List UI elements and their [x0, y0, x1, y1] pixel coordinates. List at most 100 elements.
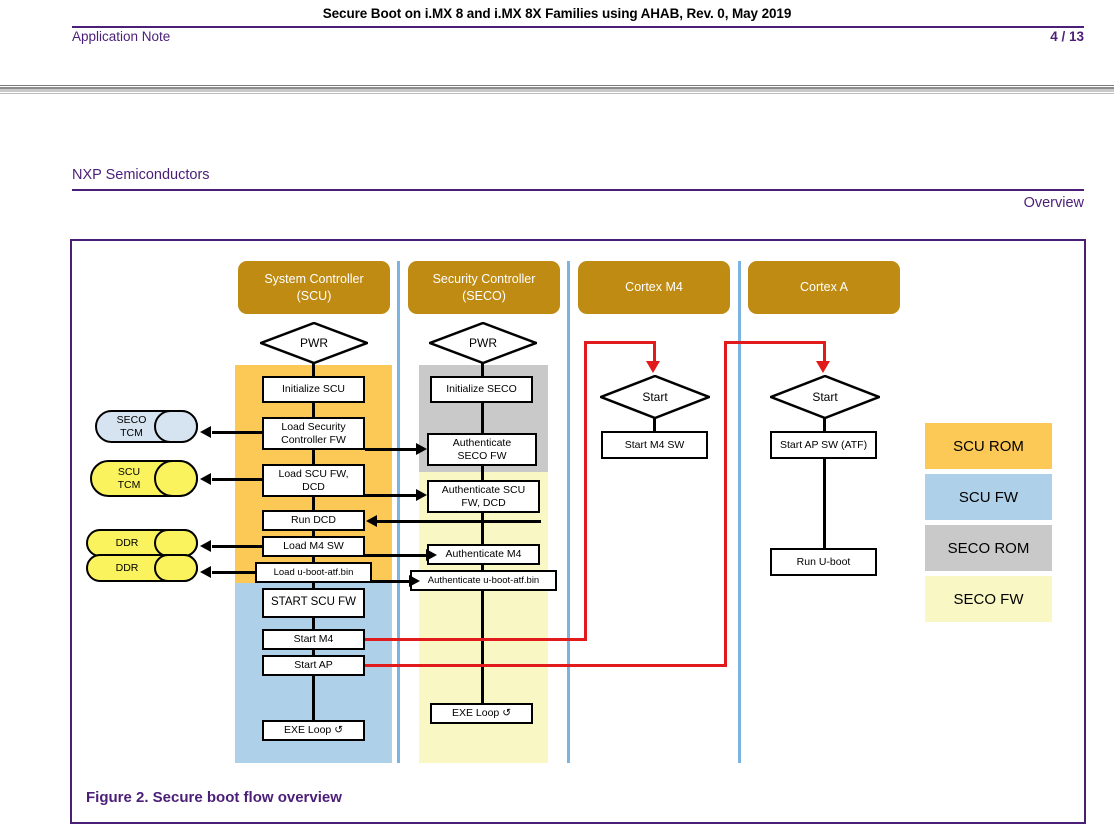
arrow-head-scu-to-ddr2	[200, 566, 211, 578]
memory-ddr-1-head	[154, 529, 198, 557]
column-header-scu: System Controller (SCU)	[238, 261, 390, 314]
legend-item-seco-rom-label: SECO ROM	[947, 539, 1030, 557]
red-line-start-ap-drop	[823, 341, 826, 363]
flow-box-authenticate-scu-fw-dcd-label-l2: FW, DCD	[461, 496, 506, 509]
lane-separator-3	[738, 261, 741, 763]
arrow-line-load-scu-fw-to-authenticate-scu-fw	[365, 494, 417, 497]
memory-seco-tcm: SECO TCM	[95, 410, 198, 443]
flow-box-authenticate-seco-fw-label-l1: Authenticate	[452, 436, 512, 449]
arrow-line-scu-to-ddr2	[212, 571, 255, 574]
memory-scu-tcm: SCU TCM	[90, 460, 198, 497]
flow-box-authenticate-m4-label: Authenticate M4	[445, 548, 522, 561]
company-name-label: NXP Semiconductors	[72, 167, 210, 183]
memory-ddr-2-label: DDR	[115, 561, 139, 574]
connector-scu-pwr-to-s0	[312, 362, 315, 376]
flow-box-load-security-controller-fw-label-l2: Controller FW	[281, 433, 346, 446]
arrow-line-scu-to-scu-tcm	[212, 478, 262, 481]
connector-scu-s6-s7	[312, 618, 315, 629]
connector-scu-s1-s2	[312, 450, 315, 464]
flow-box-authenticate-uboot-atf-bin: Authenticate u-boot-atf.bin	[410, 570, 557, 591]
flow-box-run-uboot-label: Run U-boot	[796, 555, 851, 568]
flow-box-start-m4-sw-label: Start M4 SW	[624, 438, 685, 451]
memory-scu-tcm-head	[154, 460, 198, 497]
flow-box-start-ap-label: Start AP	[294, 659, 333, 672]
flow-box-load-scu-fw-dcd-label-l1: Load SCU FW,	[278, 467, 349, 480]
section-title-label: Overview	[1023, 195, 1084, 211]
flow-box-load-scu-fw-dcd-label-l2: DCD	[302, 480, 325, 493]
column-header-scu-line2: (SCU)	[296, 288, 332, 303]
flow-box-scu-exe-loop: EXE Loop ↺	[262, 720, 365, 741]
arrow-head-scu-to-ddr1	[200, 540, 211, 552]
memory-ddr-2-head	[154, 554, 198, 582]
document-header-title: Secure Boot on i.MX 8 and i.MX 8X Famili…	[322, 6, 792, 21]
connector-seco-s3-s4	[481, 565, 484, 570]
red-line-start-m4-horizontal	[365, 638, 587, 641]
flow-box-load-security-controller-fw: Load Security Controller FW	[262, 417, 365, 450]
red-line-start-m4-top	[584, 341, 656, 344]
flow-box-authenticate-scu-fw-dcd: Authenticate SCU FW, DCD	[427, 480, 540, 513]
decision-m4-start-label: Start	[642, 390, 668, 404]
arrow-head-authenticate-seco-fw	[416, 443, 427, 455]
flow-box-load-m4-sw: Load M4 SW	[262, 536, 365, 557]
flow-box-initialize-seco: Initialize SECO	[430, 376, 533, 403]
connector-m4-start-to-s0	[653, 417, 656, 431]
connector-scu-s5-s6	[312, 583, 315, 588]
connector-seco-s0-s1	[481, 403, 484, 433]
flow-box-start-ap-sw-atf: Start AP SW (ATF)	[770, 431, 877, 459]
memory-ddr-1: DDR	[86, 529, 198, 557]
flow-box-authenticate-m4: Authenticate M4	[427, 544, 540, 565]
column-header-seco: Security Controller (SECO)	[408, 261, 560, 314]
memory-seco-tcm-label-l1: SECO	[116, 414, 147, 427]
connector-scu-s7-s8	[312, 650, 315, 655]
flow-box-start-m4-sw: Start M4 SW	[601, 431, 708, 459]
decision-scu-pwr-label: PWR	[300, 336, 328, 350]
legend-item-seco-rom: SECO ROM	[925, 525, 1052, 571]
connector-scu-s4-s5	[312, 557, 315, 562]
column-header-cortex-m4: Cortex M4	[578, 261, 730, 314]
decision-ap-start: Start	[770, 375, 880, 419]
legend-item-scu-rom: SCU ROM	[925, 423, 1052, 469]
flow-box-load-uboot-atf-bin-label: Load u-boot-atf.bin	[273, 566, 354, 578]
flow-box-start-scu-fw: START SCU FW	[262, 588, 365, 618]
flow-box-seco-exe-loop-label: EXE Loop ↺	[451, 707, 511, 720]
decision-scu-pwr: PWR	[260, 322, 368, 364]
red-arrow-head-ap-start	[816, 361, 830, 373]
memory-scu-tcm-label-l1: SCU	[117, 466, 141, 479]
lane-separator-1	[397, 261, 400, 763]
arrow-head-scu-to-scu-tcm	[200, 473, 211, 485]
arrow-head-authenticate-scu-fw	[416, 489, 427, 501]
arrow-head-scu-to-seco-tcm	[200, 426, 211, 438]
column-header-seco-line1: Security Controller	[432, 271, 536, 286]
flow-box-authenticate-seco-fw-label-l2: SECO FW	[457, 449, 507, 462]
memory-ddr-2: DDR	[86, 554, 198, 582]
legend-item-seco-fw-label: SECO FW	[953, 590, 1024, 608]
flow-box-scu-exe-loop-label: EXE Loop ↺	[283, 724, 343, 737]
figure-caption: Figure 2. Secure boot flow overview	[86, 789, 342, 806]
legend-item-scu-fw-label: SCU FW	[958, 488, 1019, 506]
flow-box-seco-exe-loop: EXE Loop ↺	[430, 703, 533, 724]
flow-box-start-ap-sw-atf-label: Start AP SW (ATF)	[779, 438, 868, 451]
memory-ddr-1-label: DDR	[115, 536, 139, 549]
flow-box-run-dcd: Run DCD	[262, 510, 365, 531]
decision-seco-pwr-label: PWR	[469, 336, 497, 350]
connector-scu-s8-s9	[312, 676, 315, 720]
flow-box-start-ap: Start AP	[262, 655, 365, 676]
connector-seco-pwr-to-s0	[481, 362, 484, 376]
column-header-cortex-a: Cortex A	[748, 261, 900, 314]
connector-ap-start-to-s0	[823, 417, 826, 431]
connector-seco-s1-s2	[481, 466, 484, 480]
legend-item-scu-rom-label: SCU ROM	[953, 437, 1024, 455]
flow-box-authenticate-scu-fw-dcd-label-l1: Authenticate SCU	[441, 483, 526, 496]
flow-box-load-security-controller-fw-label-l1: Load Security	[281, 420, 346, 433]
lane-separator-2	[567, 261, 570, 763]
decision-m4-start: Start	[600, 375, 710, 419]
decision-seco-pwr: PWR	[429, 322, 537, 364]
connector-seco-s4-s5	[481, 591, 484, 703]
flow-box-start-scu-fw-label: START SCU FW	[271, 596, 356, 609]
flow-box-run-dcd-label: Run DCD	[291, 514, 336, 527]
legend-item-seco-fw: SECO FW	[925, 576, 1052, 622]
flow-box-start-m4-label: Start M4	[293, 633, 334, 646]
column-header-scu-line1: System Controller	[264, 271, 364, 286]
memory-scu-tcm-label-l2: TCM	[117, 478, 141, 491]
arrow-head-authenticate-m4	[426, 549, 437, 561]
